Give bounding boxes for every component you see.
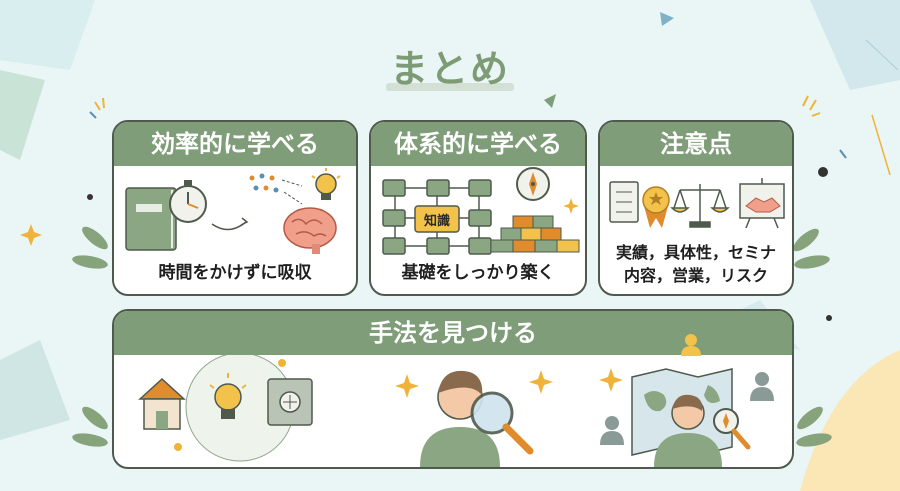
sparkle-icon [599,368,623,392]
triangle-icon [660,12,674,26]
leaves-left-bottom [72,406,108,447]
lightbulb-icon [209,373,247,419]
stopwatch-icon [169,180,207,223]
leaves-right-top [793,228,830,269]
person-search-icon [420,370,534,467]
page-title: まとめ [380,38,520,93]
handshake-presentation-icon [739,178,785,229]
sparkle-icon [20,224,42,246]
card-efficient-learning: 効率的に学べる [112,120,358,296]
card-caution-header: 注意点 [600,122,792,166]
card-systematic-illustration: 知識 [382,167,580,255]
card-caution-illustration [609,178,785,229]
decor-line [871,114,891,176]
card-systematic-learning: 体系的に学べる 知識 [369,120,587,296]
title-area: まとめ [0,38,900,93]
page-title-text: まとめ [389,47,510,91]
network-grid-icon [382,179,492,255]
leaves-right-bottom [796,406,832,447]
bg-shape-bottom-left [0,340,70,440]
card-systematic-caption: 基礎をしっかり築く [401,263,555,283]
card-method-header: 手法を見つける [114,311,792,355]
card-find-method: 手法を見つける [112,309,794,469]
bg-shape-bottom-right [800,350,900,491]
arrow-icon [211,217,249,231]
book-icon [125,187,177,251]
user-silhouette-icon [600,372,774,445]
bg-shape-top-right [810,0,900,90]
decor-line [865,39,899,71]
scales-icon [670,184,730,228]
checklist-icon [609,181,639,223]
user-floating-icon [681,334,701,356]
card-caution-caption-line2: 内容，営業，リスク [623,266,768,285]
card-caution: 注意点 実績，具体性，セミナ 内容 [598,120,794,296]
sparkle-icon [529,370,553,394]
bg-shape-left [0,70,45,160]
dot-icon [87,194,93,200]
card-systematic-header: 体系的に学べる [371,122,585,166]
card-efficient-header: 効率的に学べる [114,122,356,166]
card-method-illustration [138,355,774,467]
dot-icon [826,315,832,321]
lightbulb-icon [311,168,341,200]
bg-shape-top-left [0,0,95,70]
dot-icon [818,167,828,177]
knowledge-label: 知識 [424,213,450,229]
sparkle-icon [395,374,419,398]
card-caution-caption-line1: 実績，具体性，セミナ [615,243,776,262]
leaf-icon [544,94,556,108]
brain-icon [283,207,337,254]
medal-icon [642,186,670,228]
person-map-icon [631,368,751,467]
blocks-icon [490,215,580,253]
safe-icon [267,378,313,426]
compass-icon [516,167,550,201]
sparkle-icon [563,198,579,214]
dots-flow-icon [249,173,303,205]
house-icon [138,377,186,430]
leaves-left-top [72,226,108,269]
card-efficient-caption: 時間をかけずに吸収 [158,263,312,283]
card-efficient-illustration [125,168,341,254]
